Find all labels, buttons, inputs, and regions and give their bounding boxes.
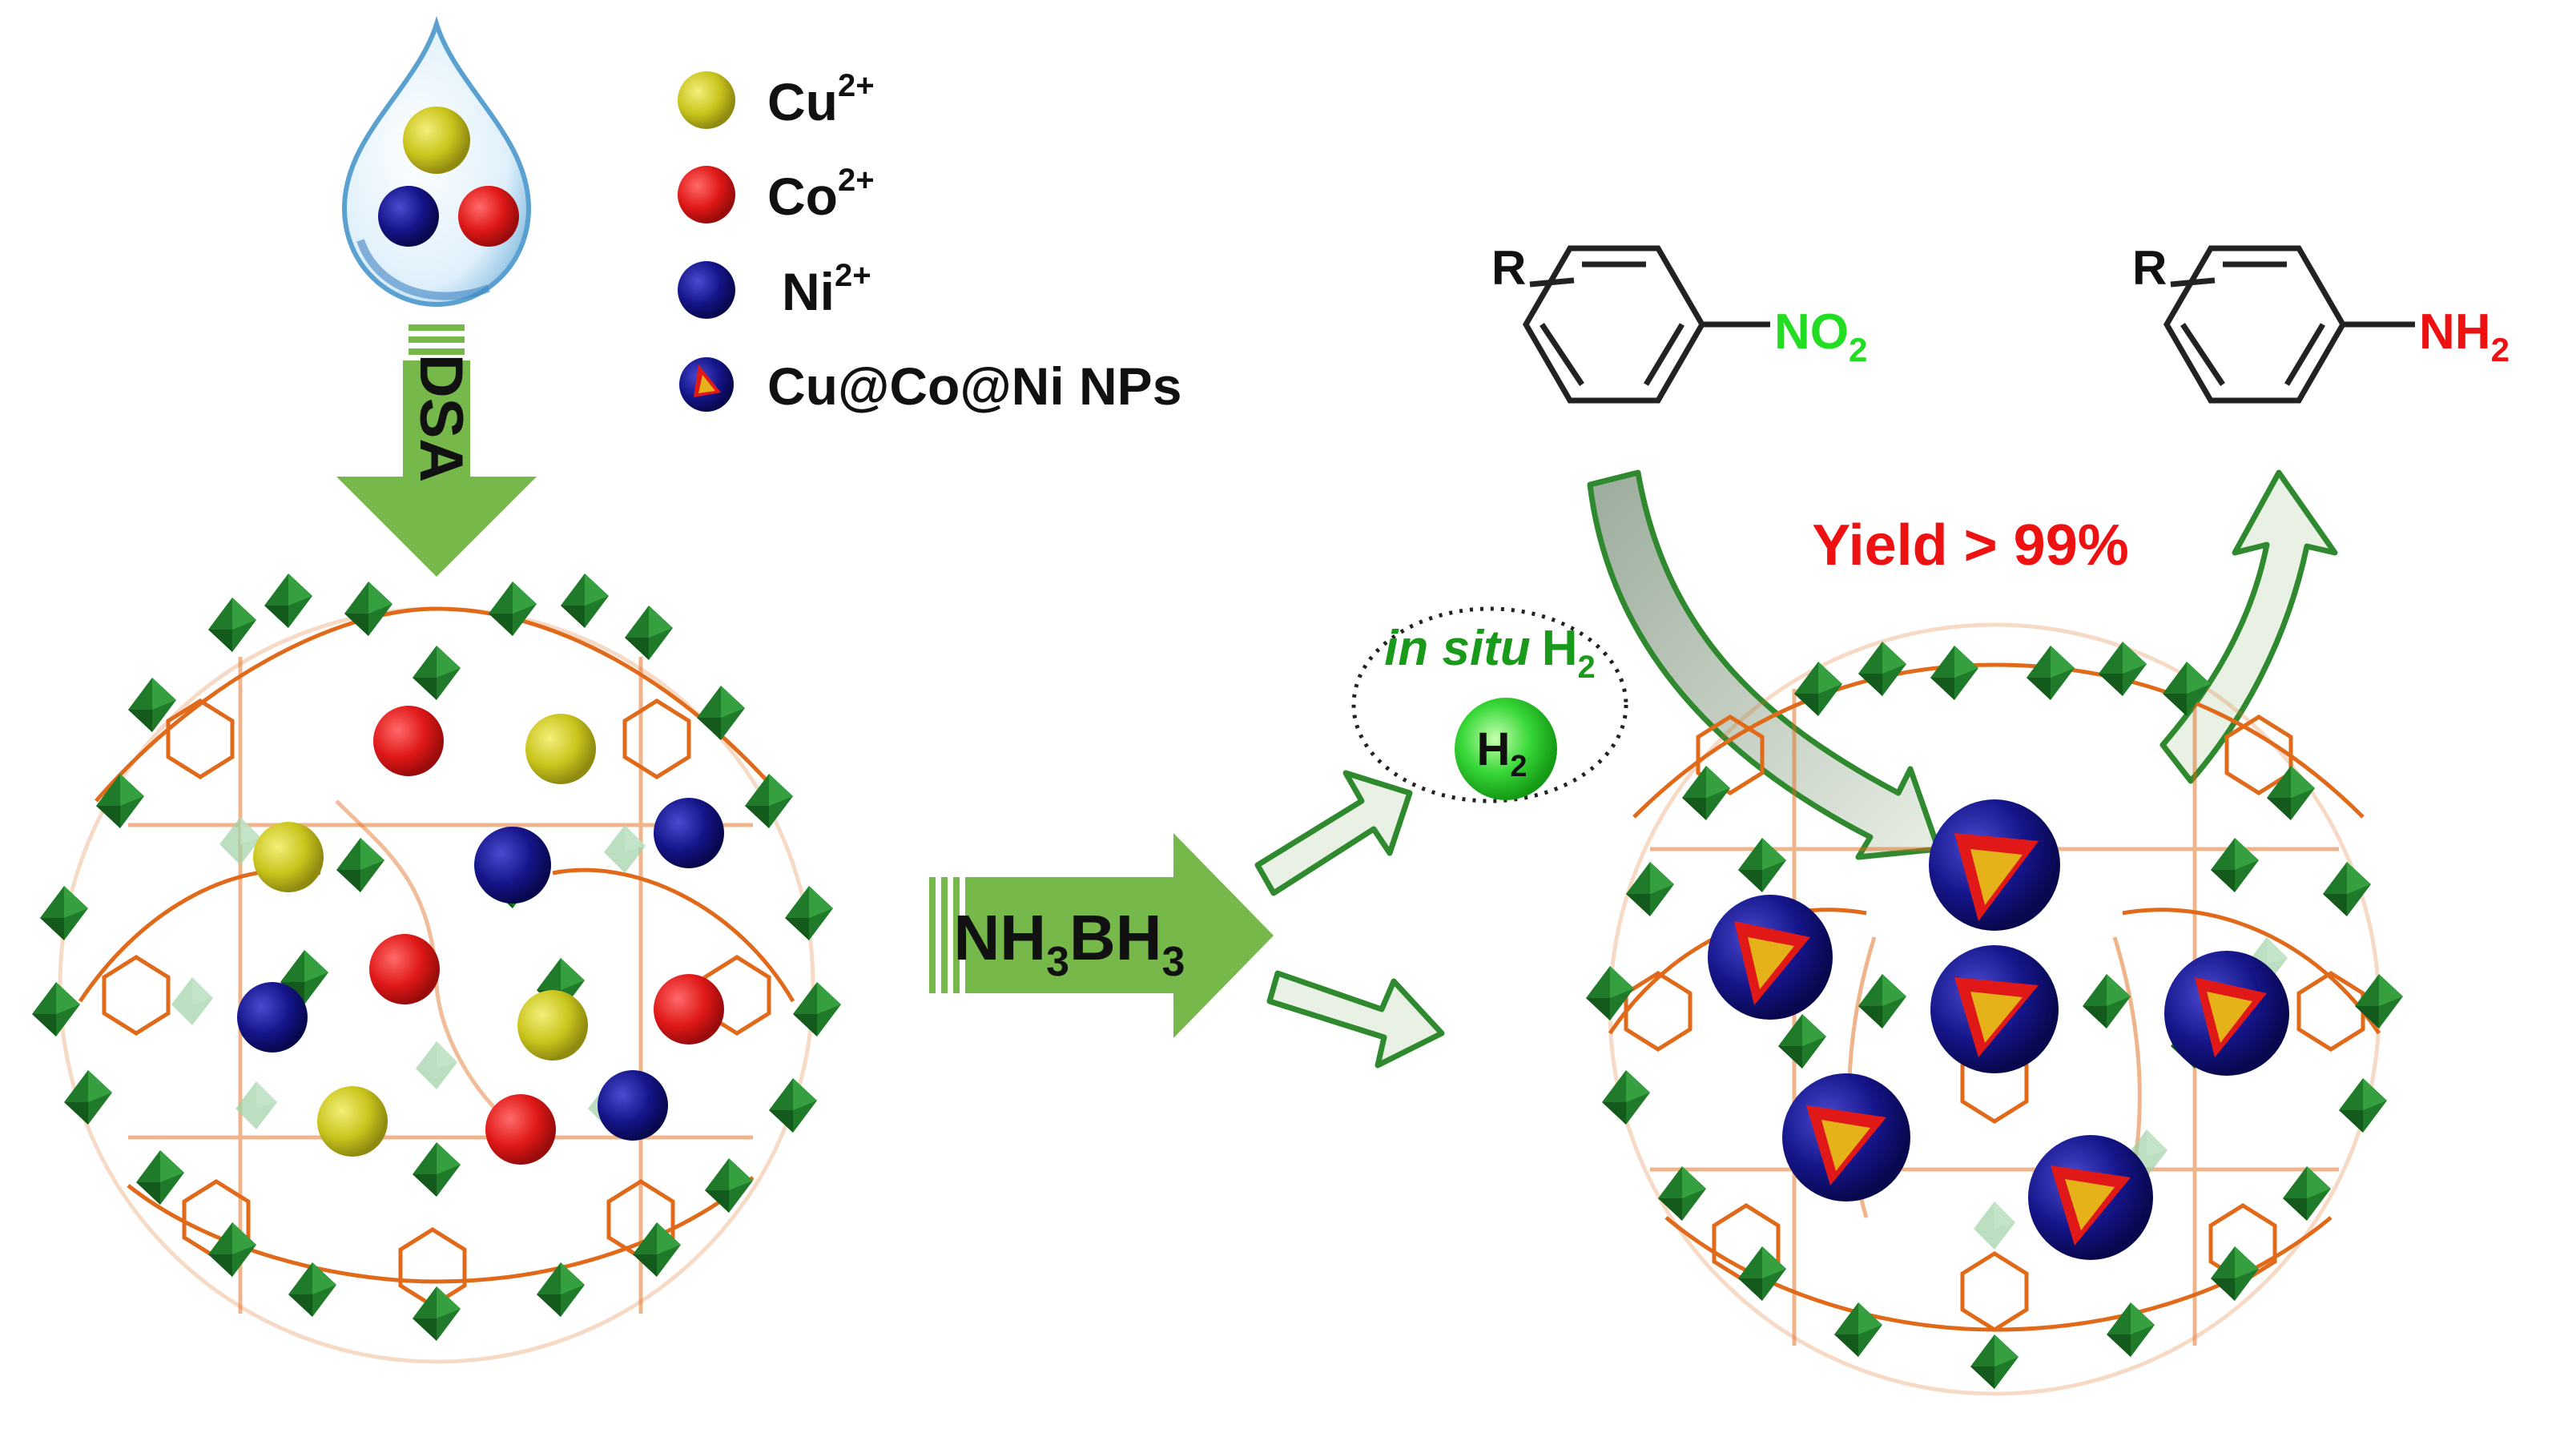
- nitroarene-structure: [1522, 245, 1770, 404]
- legend-ni-label: Ni2+: [782, 258, 871, 321]
- product-benzene-ring: [2163, 245, 2347, 404]
- legend-co-swatch: [678, 166, 735, 223]
- cage-ni-ion: [598, 1070, 668, 1141]
- legend-cu-swatch: [678, 71, 735, 129]
- reactant-nitro-group: NO2: [1774, 304, 1867, 368]
- cage-ni-ion: [474, 827, 551, 904]
- h2-bubble: [1455, 698, 1557, 800]
- cage-cu-ion: [317, 1086, 388, 1157]
- branch-arrow-down: [1266, 970, 1445, 1069]
- product-out-arrow: [2159, 469, 2338, 784]
- core-shell-nanoparticle: [1782, 1073, 1910, 1202]
- reductant-arrow: NH3BH3: [929, 833, 1274, 1038]
- product-amino-group: NH2: [2419, 304, 2510, 368]
- product-r-group: R: [2132, 241, 2167, 295]
- reactant-r-group: R: [1491, 241, 1526, 295]
- reactant-benzene-ring: [1522, 245, 1706, 404]
- left-encapsulated-ions: [237, 706, 724, 1165]
- cage-ni-ion: [237, 982, 308, 1053]
- legend-nps-swatch: [679, 357, 734, 412]
- cage-cu-ion: [253, 822, 324, 892]
- core-shell-nanoparticle: [1929, 799, 2060, 931]
- cage-co-ion: [373, 706, 444, 776]
- insitu-h2-dashed-outline: [1351, 606, 1628, 803]
- legend-co-label: Co2+: [767, 163, 875, 226]
- cage-ni-ion: [654, 798, 724, 868]
- mof-cage-with-nanoparticles: [1586, 622, 2403, 1396]
- core-shell-nanoparticle: [1708, 895, 1833, 1020]
- right-framework-linkers: [1608, 622, 2381, 1396]
- cage-co-ion: [485, 1094, 556, 1165]
- legend-nps-label: Cu@Co@Ni NPs: [767, 356, 1181, 416]
- yield-text: Yield > 99%: [1812, 513, 2129, 578]
- ion-droplet: [341, 15, 532, 308]
- reactant-in-arrow: [1587, 469, 1942, 860]
- cage-co-ion: [654, 974, 724, 1045]
- mof-cage-with-ions: [32, 574, 841, 1364]
- legend-ni-swatch: [678, 261, 735, 319]
- core-shell-nanoparticle: [2028, 1135, 2153, 1260]
- dsa-label: DSA: [407, 354, 475, 482]
- dsa-arrow: DSA: [336, 324, 537, 577]
- droplet-ni-ion: [378, 186, 439, 247]
- core-shell-nanoparticle: [2164, 951, 2289, 1076]
- left-framework-linkers: [58, 606, 815, 1364]
- right-nanoparticles: [1708, 799, 2289, 1260]
- cage-co-ion: [369, 934, 440, 1004]
- droplet-co-ion: [458, 186, 519, 247]
- ion-legend: Cu2+ Co2+ Ni2+ Cu@Co@Ni NPs: [678, 68, 1181, 416]
- legend-cu-label: Cu2+: [767, 68, 875, 131]
- cage-cu-ion: [525, 714, 596, 784]
- droplet-cu-ion: [403, 107, 470, 174]
- core-shell-nanoparticle: [1930, 945, 2059, 1073]
- aniline-structure: [2163, 245, 2415, 404]
- reductant-label: NH3BH3: [954, 902, 1185, 985]
- cage-cu-ion: [517, 990, 588, 1061]
- branch-arrow-up: [1254, 770, 1413, 896]
- h2-bubble-label: H2: [1476, 723, 1527, 783]
